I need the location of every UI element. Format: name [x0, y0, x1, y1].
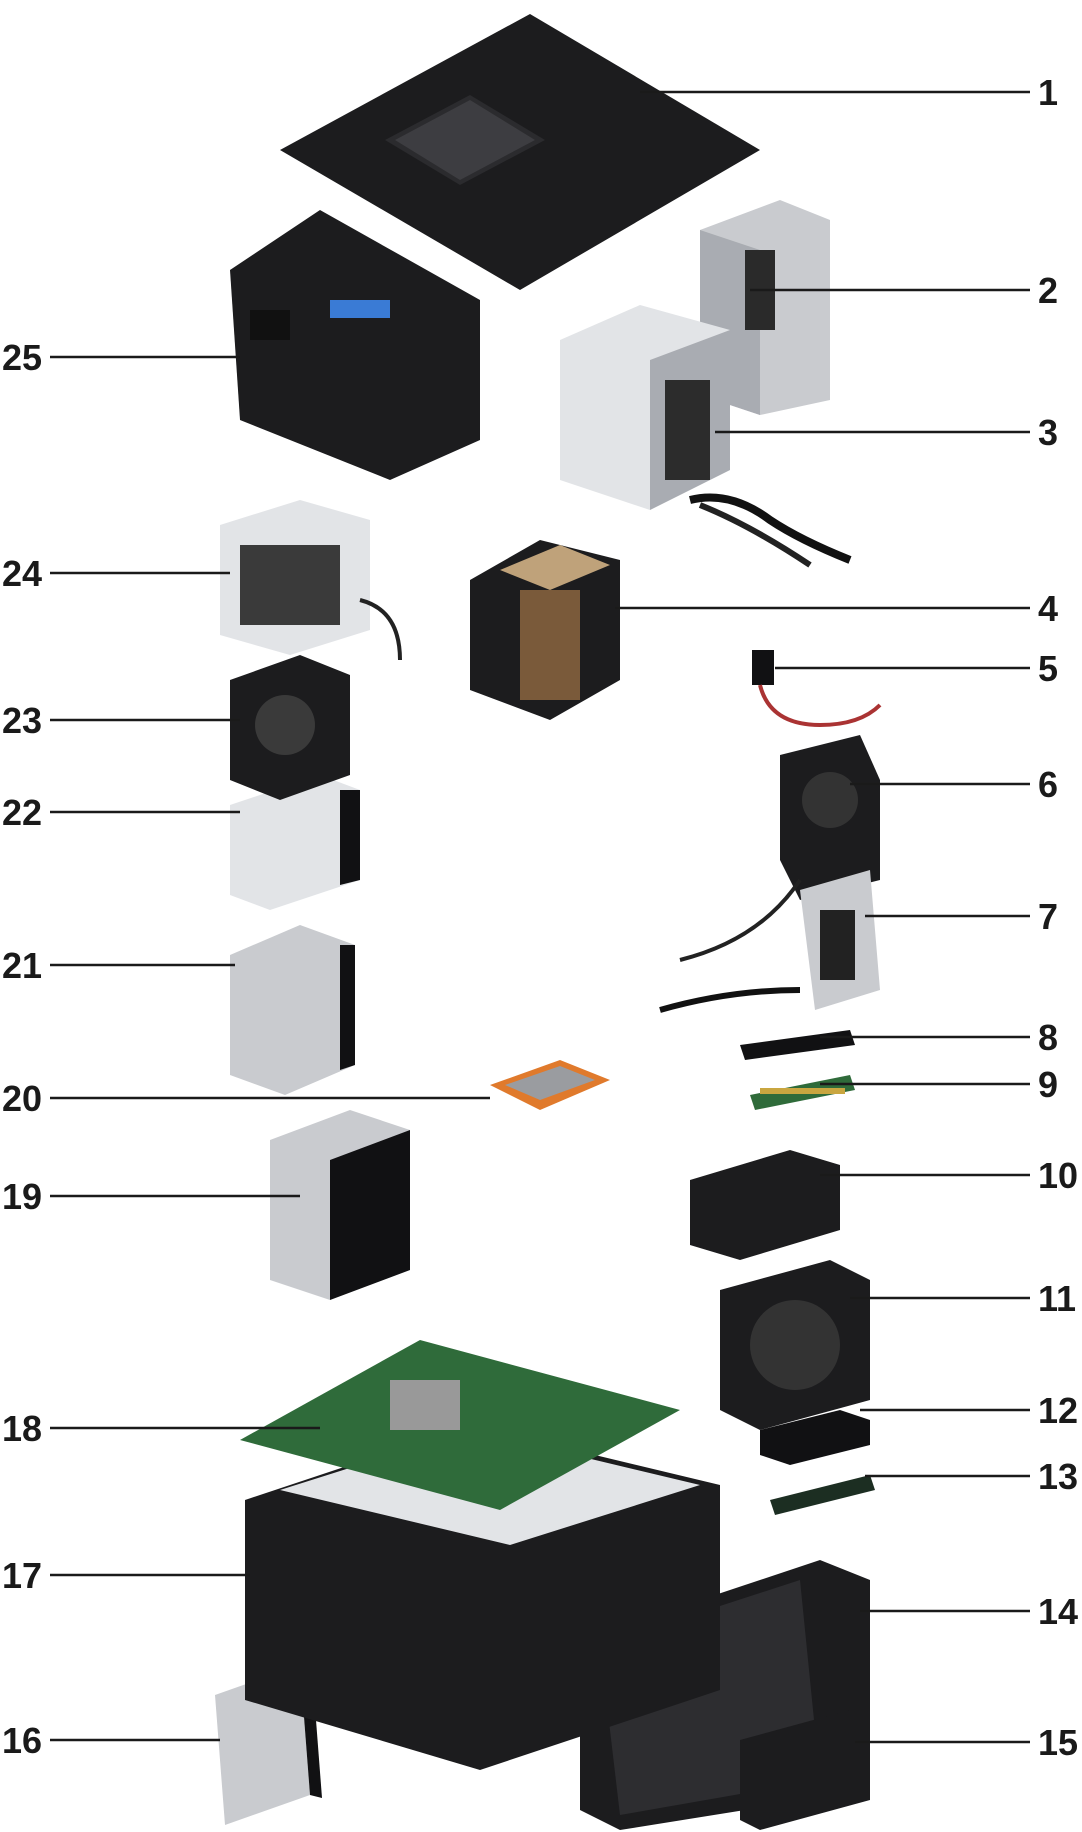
callout-13: 13: [865, 1456, 1078, 1497]
callout-number: 23: [2, 700, 42, 741]
storage-cage: [230, 925, 355, 1095]
callout-number: 15: [1038, 1722, 1078, 1763]
callout-18: 18: [2, 1408, 320, 1449]
callout-number: 6: [1038, 764, 1058, 805]
callout-number: 21: [2, 945, 42, 986]
callout-layer: 1234567891011121314151617181920212223242…: [2, 72, 1078, 1763]
callout-6: 6: [850, 764, 1058, 805]
callout-2: 2: [750, 270, 1058, 311]
callout-7: 7: [865, 896, 1058, 937]
power-supply-unit: [560, 305, 852, 568]
callout-12: 12: [860, 1390, 1078, 1431]
callout-25: 25: [2, 337, 240, 378]
callout-24: 24: [2, 553, 230, 594]
callout-number: 5: [1038, 648, 1058, 689]
front-cage: [690, 1150, 840, 1260]
callout-number: 7: [1038, 896, 1058, 937]
callout-number: 19: [2, 1176, 42, 1217]
callout-15: 15: [855, 1722, 1078, 1763]
callout-number: 8: [1038, 1017, 1058, 1058]
callout-number: 22: [2, 792, 42, 833]
callout-number: 10: [1038, 1155, 1078, 1196]
hard-drive-fan: [230, 655, 350, 800]
callout-8: 8: [820, 1017, 1058, 1058]
callout-11: 11: [850, 1278, 1076, 1319]
cpu-heatsink: [470, 540, 620, 720]
callout-21: 21: [2, 945, 235, 986]
rear-fan-assembly: [679, 735, 880, 962]
callout-1: 1: [640, 72, 1058, 113]
callout-20: 20: [2, 1078, 490, 1119]
cable-bracket: [659, 870, 880, 1013]
callout-3: 3: [715, 412, 1058, 453]
front-fan-assembly: [720, 1260, 870, 1430]
callout-number: 11: [1038, 1278, 1076, 1319]
callout-19: 19: [2, 1176, 300, 1217]
callout-number: 2: [1038, 270, 1058, 311]
callout-5: 5: [775, 648, 1058, 689]
callout-17: 17: [2, 1555, 250, 1596]
callout-number: 16: [2, 1720, 42, 1761]
callout-22: 22: [2, 792, 240, 833]
callout-number: 18: [2, 1408, 42, 1449]
memory-module: [750, 1075, 855, 1110]
callout-10: 10: [820, 1155, 1078, 1196]
callout-number: 12: [1038, 1390, 1078, 1431]
memory-shroud: [740, 1030, 855, 1060]
callout-9: 9: [820, 1064, 1058, 1105]
callout-23: 23: [2, 700, 240, 741]
callout-4: 4: [615, 588, 1058, 629]
bezel-insert: [740, 1710, 870, 1830]
callout-number: 13: [1038, 1456, 1078, 1497]
callout-number: 17: [2, 1555, 42, 1596]
fan-bracket: [220, 500, 402, 661]
callout-16: 16: [2, 1720, 220, 1761]
hard-drive-carrier: [230, 775, 360, 910]
callout-number: 20: [2, 1078, 42, 1119]
drive-cage: [270, 1110, 410, 1300]
ssd-shield: [760, 1410, 870, 1465]
callout-number: 24: [2, 553, 42, 594]
air-shroud: [230, 210, 480, 480]
callout-number: 9: [1038, 1064, 1058, 1105]
callout-number: 1: [1038, 72, 1058, 113]
side-cover-panel: [280, 14, 760, 290]
m2-ssd: [770, 1475, 875, 1515]
processor: [490, 1060, 610, 1110]
callout-14: 14: [860, 1591, 1078, 1632]
intrusion-switch: [752, 650, 882, 728]
callout-number: 25: [2, 337, 42, 378]
motherboard: [240, 1340, 680, 1510]
callout-number: 3: [1038, 412, 1058, 453]
callout-number: 4: [1038, 588, 1058, 629]
callout-number: 14: [1038, 1591, 1078, 1632]
